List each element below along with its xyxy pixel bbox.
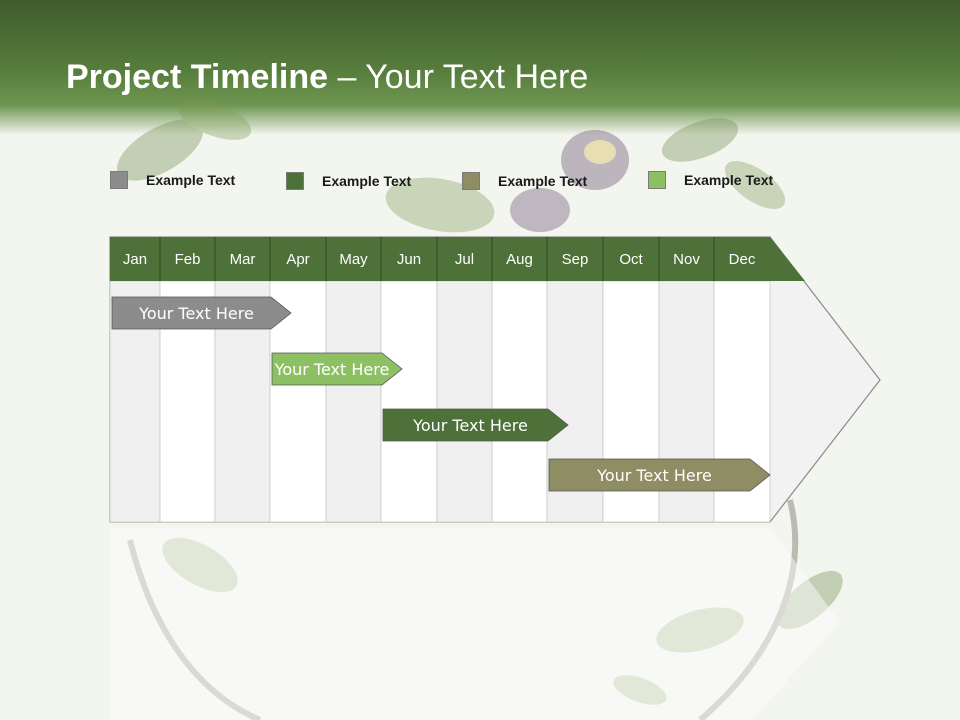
- legend-swatch-3: [462, 172, 480, 190]
- month-label-mar: Mar: [230, 251, 256, 268]
- month-label-apr: Apr: [286, 251, 309, 268]
- legend-label-2: Example Text: [322, 173, 412, 189]
- month-label-dec: Dec: [729, 251, 756, 268]
- task-label-3: Your Text Here: [412, 416, 528, 435]
- header-band: [0, 0, 960, 135]
- title-bold: Project Timeline: [66, 58, 329, 96]
- month-column-jul: [436, 280, 493, 523]
- month-column-aug: [491, 280, 548, 523]
- month-label-nov: Nov: [673, 251, 700, 268]
- legend-label-1: Example Text: [146, 172, 236, 188]
- task-bar-1: [111, 296, 292, 330]
- month-label-may: May: [339, 251, 368, 268]
- task-bar-4: [548, 458, 771, 492]
- task-label-2: Your Text Here: [274, 360, 390, 379]
- task-label-1: Your Text Here: [138, 304, 254, 323]
- legend-label-3: Example Text: [498, 173, 588, 189]
- task-bar-3: [382, 408, 569, 442]
- month-label-sep: Sep: [562, 251, 589, 268]
- timeline-reflection: [110, 528, 840, 720]
- month-column-jun: [380, 280, 438, 523]
- legend-swatch-1: [110, 171, 128, 189]
- page-title: Project Timeline – Your Text Here: [66, 58, 588, 97]
- month-label-aug: Aug: [506, 251, 533, 268]
- legend-label-4: Example Text: [684, 172, 774, 188]
- month-label-jul: Jul: [455, 251, 474, 268]
- legend-swatch-4: [648, 171, 666, 189]
- task-bar-2: [271, 352, 403, 386]
- month-label-jun: Jun: [397, 251, 421, 268]
- task-label-4: Your Text Here: [596, 466, 712, 485]
- title-rest: – Your Text Here: [328, 58, 589, 96]
- month-header: [110, 237, 770, 281]
- month-label-jan: Jan: [123, 251, 147, 268]
- month-column-may: [325, 280, 382, 523]
- month-header-cap: [770, 237, 805, 281]
- month-label-oct: Oct: [619, 251, 643, 268]
- month-label-feb: Feb: [175, 251, 201, 268]
- legend-swatch-2: [286, 172, 304, 190]
